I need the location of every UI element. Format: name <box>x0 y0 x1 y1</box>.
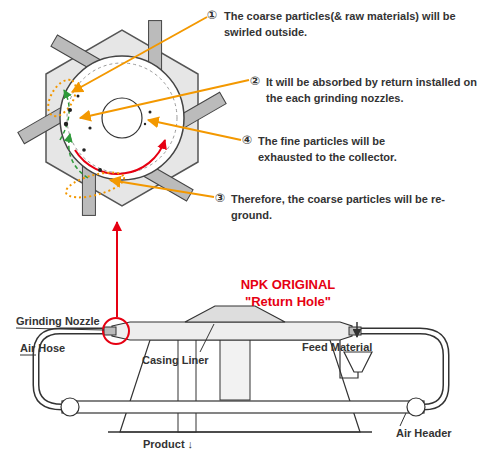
feature-title: NPK ORIGINAL "Return Hole" <box>226 276 350 310</box>
detail-arrow <box>116 222 118 317</box>
swirl-arrow <box>75 140 165 174</box>
part-label: Grinding Nozzle <box>16 313 100 329</box>
part-label: Casing Liner <box>142 352 209 368</box>
leader-line <box>200 324 214 352</box>
leader-line <box>148 120 241 140</box>
callout-number: ② <box>250 73 260 89</box>
callout-text: The coarse particles(& raw materials) wi… <box>224 8 456 40</box>
machine-elevation <box>16 306 446 432</box>
grinding-nozzle <box>349 327 361 335</box>
exhaust-outlet <box>102 98 142 138</box>
leader-line <box>80 80 249 118</box>
casing <box>46 30 198 206</box>
air-header <box>62 401 424 413</box>
flow-arrow <box>60 90 69 140</box>
flange <box>61 398 79 416</box>
callout-number: ④ <box>242 132 252 148</box>
feed-hopper <box>344 352 372 372</box>
callout-number: ① <box>207 7 217 23</box>
leader-line <box>20 355 36 356</box>
floor-line <box>108 431 372 433</box>
callout-number: ③ <box>215 190 225 206</box>
product-outlet <box>178 340 196 432</box>
chamber-section <box>18 15 249 221</box>
return-zone <box>42 75 81 121</box>
callout-text: Therefore, the coarse particles will be … <box>231 191 459 223</box>
callout-text: The fine particles will be exhausted to … <box>258 133 423 165</box>
highlight-circle <box>103 318 129 344</box>
particles <box>64 95 152 182</box>
grinding-nozzle <box>104 327 116 335</box>
grinding-zone <box>60 56 184 180</box>
leader-line <box>72 17 207 92</box>
grinding-chamber <box>112 322 352 340</box>
return-zone <box>63 168 126 203</box>
leader-line <box>16 328 104 330</box>
part-label: Feed Material <box>302 339 372 355</box>
leader-line <box>400 413 406 426</box>
part-label: Product ↓ <box>143 436 193 452</box>
base-frame <box>120 340 360 432</box>
part-label: Air Hose <box>20 340 65 356</box>
column <box>220 340 250 400</box>
callout-text: It will be absorbed by return installed … <box>266 74 478 106</box>
flow-arrow <box>69 134 88 178</box>
feed-arrow <box>356 322 358 337</box>
leader-line <box>110 180 214 197</box>
part-label: Air Header <box>396 425 452 441</box>
flange <box>407 398 425 416</box>
